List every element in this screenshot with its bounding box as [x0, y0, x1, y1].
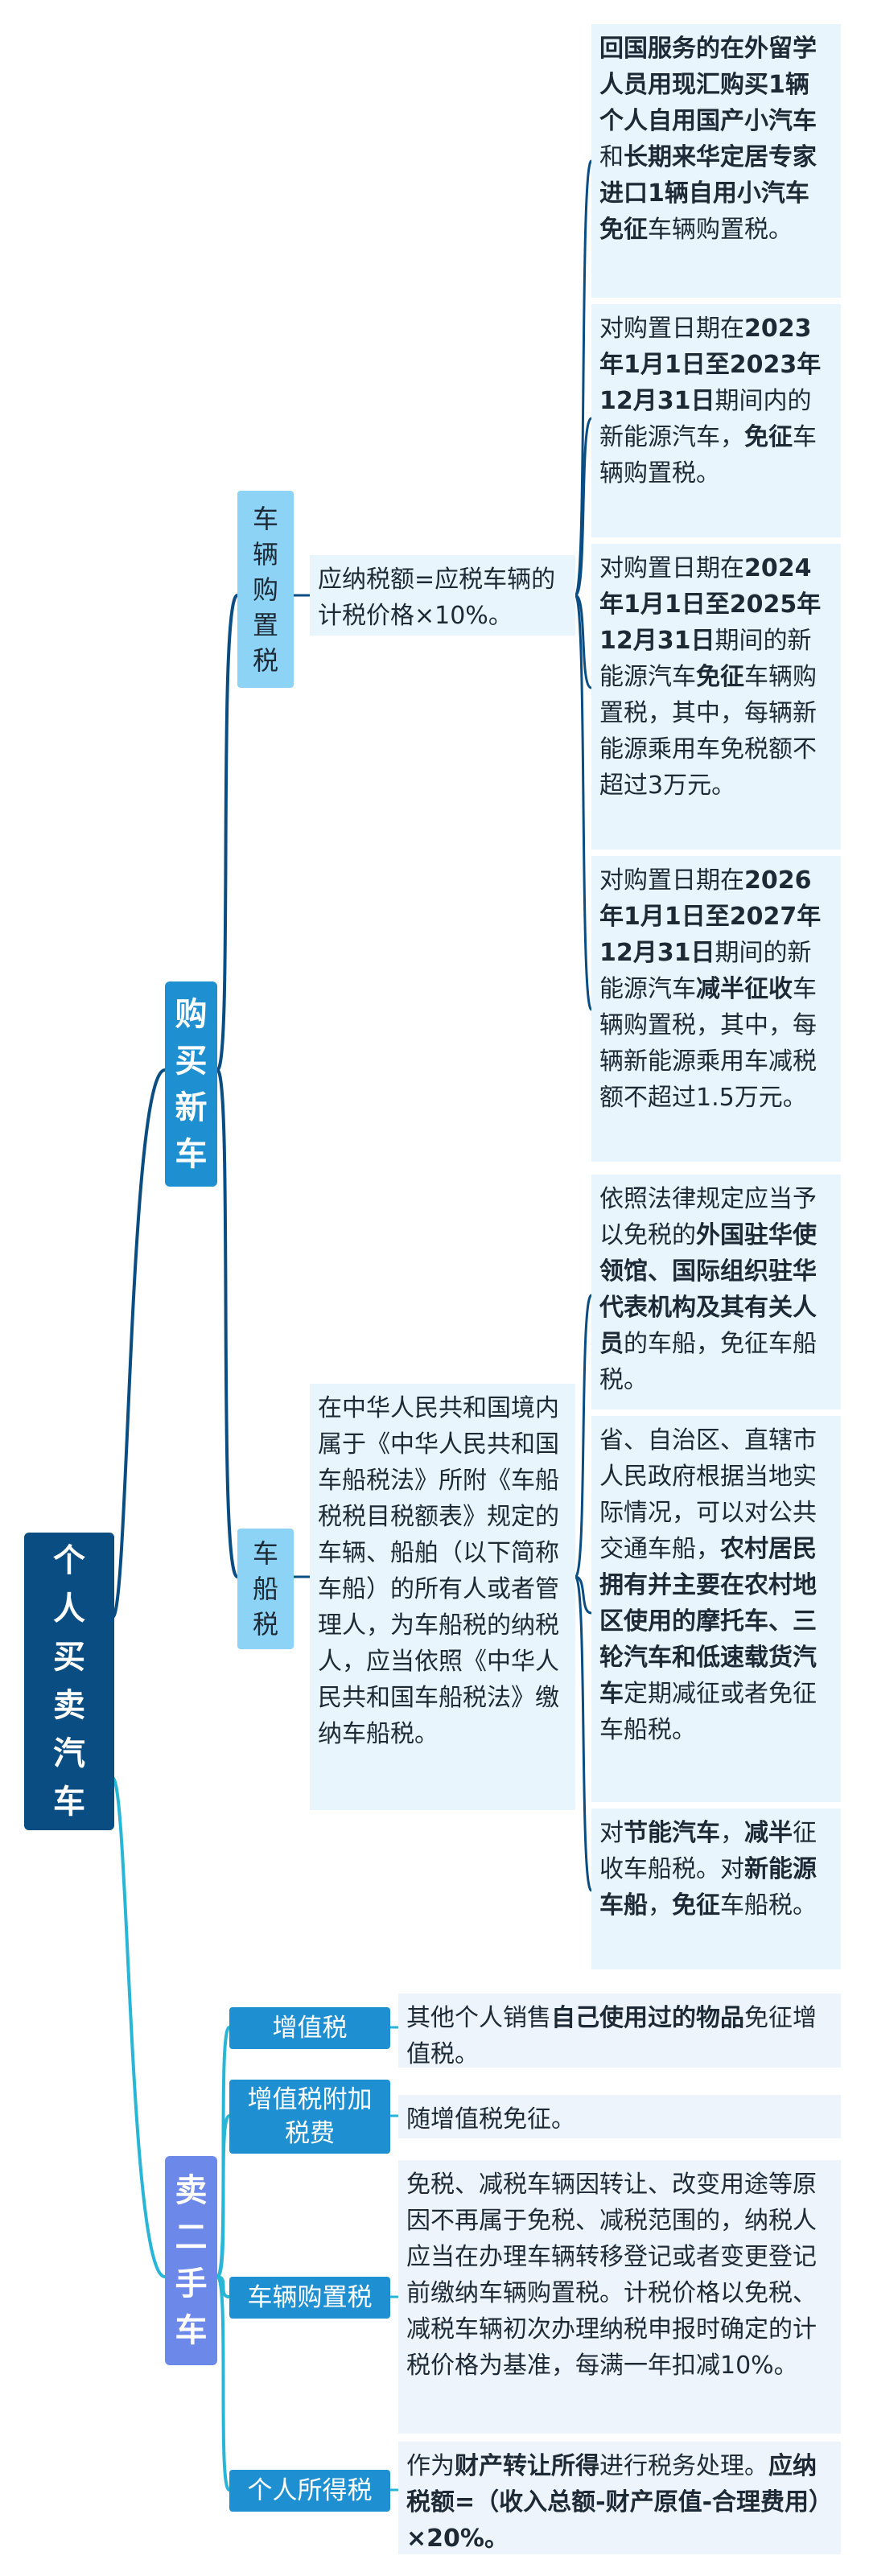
- text-segment: 进行税务处理。: [599, 2452, 768, 2480]
- text-segment: 依照法律规定应当予以免税的: [599, 1185, 817, 1249]
- bold-text-segment: 农村居民拥有并主要在农村地区使用的摩托车、三轮汽车和低速载货汽车: [599, 1535, 817, 1708]
- sell-node-purchase-tax: 车辆购置税: [229, 2277, 390, 2319]
- text-segment: 车辆购置税。: [599, 423, 817, 488]
- bold-text-segment: 外国驻华使领馆、国际组织驻华代表机构及其有关人员: [599, 1221, 817, 1358]
- text-segment: ，: [720, 1819, 744, 1847]
- text-segment: 车船税。: [720, 1891, 817, 1920]
- bold-text-segment: 2026年1月1日至2027年12月31日: [599, 866, 822, 967]
- purchase-tax-rule: 应纳税额=应税车辆的计税价格×10%。: [310, 555, 575, 636]
- connector-root-sell: [111, 1776, 166, 2278]
- bold-text-segment: 财产转让所得: [455, 2452, 599, 2480]
- connector-root-buy: [111, 1068, 166, 1619]
- text-segment: 征收车船税。对: [599, 1819, 817, 1883]
- bold-text-segment: 节能汽车: [624, 1819, 720, 1847]
- bold-text-segment: 免征: [672, 1891, 720, 1920]
- root-node: 个 人 买 卖 汽 车: [24, 1533, 114, 1830]
- vessel-tax-item-1: 依照法律规定应当予以免税的外国驻华使领馆、国际组织驻华代表机构及其有关人员的车船…: [591, 1175, 841, 1409]
- text-segment: 的车船，免征车船税。: [599, 1330, 817, 1394]
- bold-text-segment: 2023年1月1日至2023年12月31日: [599, 315, 822, 415]
- text-segment: 省、自治区、直辖市人民政府根据当地实际情况，可以对公共交通车船，: [599, 1426, 817, 1563]
- purchase-tax-item-4: 对购置日期在2026年1月1日至2027年12月31日期间的新能源汽车减半征收车…: [591, 856, 841, 1162]
- bold-text-segment: 长期来华定居专家进口1辆自用小汽车免征: [599, 143, 817, 244]
- vessel-tax-item-3: 对节能汽车，减半征收车船税。对新能源车船，免征车船税。: [591, 1809, 841, 1969]
- node-vehicle-purchase-tax: 车 辆 购 置 税: [237, 491, 294, 688]
- vessel-tax-item-2: 省、自治区、直辖市人民政府根据当地实际情况，可以对公共交通车船，农村居民拥有并主…: [591, 1416, 841, 1802]
- text-segment: 对: [599, 1819, 624, 1847]
- text-segment: 免税、减税车辆因转让、改变用途等原因不再属于免税、减税范围的，纳税人应当在办理车…: [406, 2171, 817, 2380]
- text-segment: 作为: [406, 2452, 455, 2480]
- sell-node-income-tax: 个人所得税: [229, 2470, 390, 2512]
- purchase-tax-item-2: 对购置日期在2023年1月1日至2023年12月31日期间内的新能源汽车，免征车…: [591, 304, 841, 537]
- text-segment: 期间的新能源汽车: [599, 939, 812, 1003]
- vessel-tax-rule: 在中华人民共和国境内属于《中华人民共和国车船税法》所附《车船税税目税额表》规定的…: [310, 1384, 575, 1810]
- sell-vat-text: 其他个人销售自己使用过的物品免征增值税。: [398, 1994, 841, 2068]
- bold-text-segment: 自己使用过的物品: [551, 2004, 744, 2032]
- text-segment: 定期减征或者免征车船税。: [599, 1680, 817, 1744]
- text-segment: ，: [648, 1891, 672, 1920]
- bold-text-segment: 免征: [744, 423, 793, 451]
- sell-node-vat-surcharge: 增值税附加 税费: [229, 2080, 390, 2154]
- bold-text-segment: 回国服务的在外留学人员用现汇购买1辆个人自用国产小汽车: [599, 35, 817, 135]
- bold-text-segment: 减半: [744, 1819, 793, 1847]
- bold-text-segment: 新能源车船: [599, 1855, 817, 1920]
- text-segment: 车辆购置税，其中，每辆新能源乘用车免税额不超过3万元。: [599, 663, 817, 800]
- bold-text-segment: 2024年1月1日至2025年12月31日: [599, 554, 822, 655]
- connector-buy-vessel: [216, 1068, 239, 1578]
- branch-buy-new-car: 购 买 新 车: [165, 981, 217, 1187]
- sell-income-tax-text: 作为财产转让所得进行税务处理。应纳税额=（收入总额-财产原值-合理费用）×20%…: [398, 2442, 841, 2554]
- purchase-tax-item-1: 回国服务的在外留学人员用现汇购买1辆个人自用国产小汽车和长期来华定居专家进口1辆…: [591, 24, 841, 298]
- text-segment: 车辆购置税，其中，每辆新能源乘用车减税额不超过1.5万元。: [599, 975, 817, 1112]
- text-segment: 期间的新能源汽车: [599, 627, 812, 691]
- bold-text-segment: 应纳税额=（收入总额-财产原值-合理费用）×20%。: [406, 2452, 822, 2553]
- text-segment: 和: [599, 143, 624, 171]
- text-segment: 其他个人销售: [406, 2004, 551, 2032]
- text-segment: 期间内的新能源汽车，: [599, 387, 812, 451]
- connector-buy-purchase: [216, 594, 239, 1072]
- text-segment: 对购置日期在: [599, 315, 744, 343]
- sell-node-vat: 增值税: [229, 2007, 390, 2049]
- sell-vat-surcharge-text: 随增值税免征。: [398, 2095, 841, 2138]
- bold-text-segment: 免征: [696, 663, 744, 691]
- branch-sell-used-car: 卖 二 手 车: [165, 2156, 217, 2365]
- node-vehicle-vessel-tax: 车 船 税: [237, 1529, 294, 1649]
- text-segment: 对购置日期在: [599, 554, 744, 582]
- text-segment: 对购置日期在: [599, 866, 744, 895]
- bold-text-segment: 减半征收: [696, 975, 793, 1003]
- text-segment: 车辆购置税。: [648, 216, 793, 244]
- sell-purchase-tax-text: 免税、减税车辆因转让、改变用途等原因不再属于免税、减税范围的，纳税人应当在办理车…: [398, 2160, 841, 2434]
- text-segment: 随增值税免征。: [406, 2105, 575, 2134]
- purchase-tax-item-3: 对购置日期在2024年1月1日至2025年12月31日期间的新能源汽车免征车辆购…: [591, 544, 841, 850]
- text-segment: 免征增值税。: [406, 2004, 817, 2068]
